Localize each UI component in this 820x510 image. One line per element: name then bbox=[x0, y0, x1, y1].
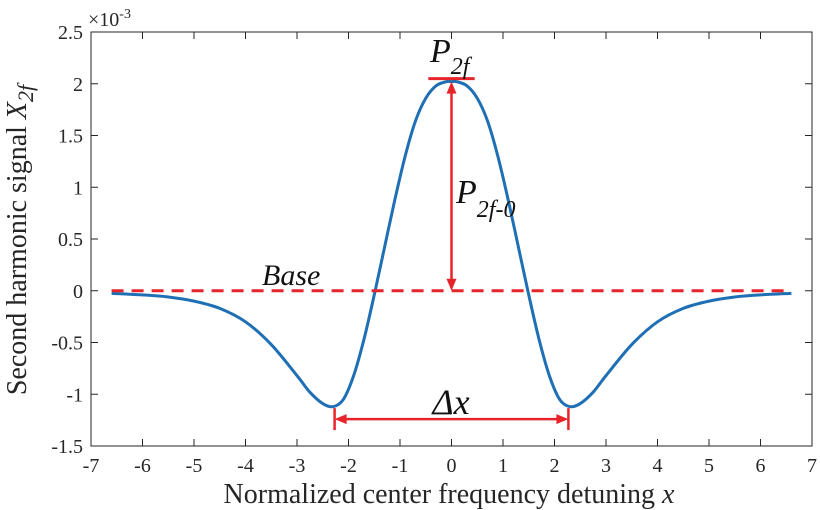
y-tick-label: 1.5 bbox=[58, 126, 83, 148]
x-tick-label: 5 bbox=[704, 455, 714, 477]
x-tick-label: 1 bbox=[498, 455, 508, 477]
y-exponent-label: ×10-3 bbox=[88, 7, 131, 31]
base-annotation-label: Base bbox=[262, 259, 320, 292]
valley-spacing-arrowhead-left bbox=[334, 414, 347, 425]
valley-spacing-annotation-label: Δx bbox=[430, 382, 469, 422]
x-tick-label: -6 bbox=[134, 455, 151, 477]
y-tick-label: -0.5 bbox=[51, 333, 83, 355]
x-tick-label: 6 bbox=[756, 455, 766, 477]
y-tick-label: -1.5 bbox=[51, 436, 83, 458]
peak-height-arrowhead-bottom bbox=[446, 278, 457, 291]
peak-annotation-label: P2f bbox=[429, 33, 473, 80]
x-tick-label: -7 bbox=[83, 455, 100, 477]
x-tick-label: 4 bbox=[653, 455, 663, 477]
x-axis-label: Normalized center frequency detuning x bbox=[224, 479, 675, 510]
x-tick-label: -4 bbox=[237, 455, 254, 477]
x-tick-label: 2 bbox=[550, 455, 560, 477]
y-tick-label: -1 bbox=[66, 384, 83, 406]
peak-height-arrowhead-top bbox=[446, 81, 457, 94]
y-tick-label: 1 bbox=[73, 177, 83, 199]
y-tick-label: 2 bbox=[73, 74, 83, 96]
y-tick-label: 2.5 bbox=[58, 22, 83, 44]
peak-height-annotation-label: P2f-0 bbox=[455, 174, 515, 223]
x-tick-label: -2 bbox=[340, 455, 357, 477]
valley-spacing-arrowhead-right bbox=[556, 414, 569, 425]
y-axis-label: Second harmonic signal X2f bbox=[2, 82, 38, 395]
x-tick-label: 7 bbox=[807, 455, 817, 477]
x-tick-label: 0 bbox=[447, 455, 457, 477]
y-tick-label: 0 bbox=[73, 281, 83, 303]
x-tick-label: -1 bbox=[392, 455, 409, 477]
x-tick-label: -3 bbox=[289, 455, 306, 477]
y-tick-label: 0.5 bbox=[58, 229, 83, 251]
x-tick-label: 3 bbox=[601, 455, 611, 477]
x-tick-label: -5 bbox=[186, 455, 203, 477]
